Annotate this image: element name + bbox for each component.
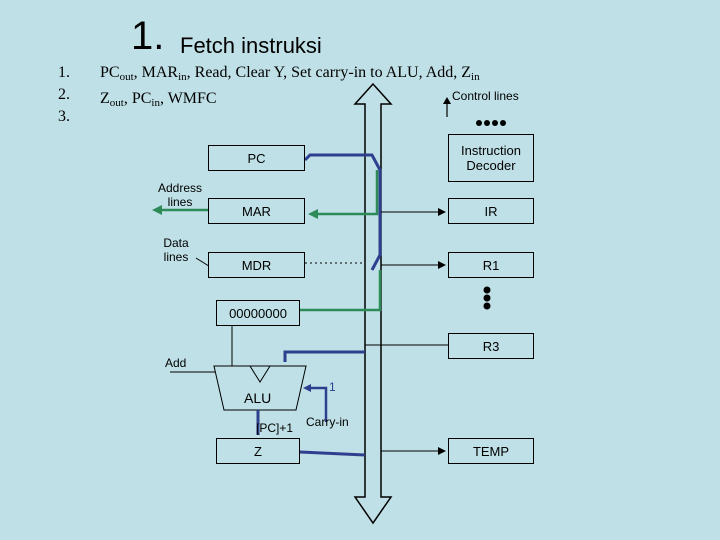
step-1-sub-c: in [471, 71, 480, 83]
page-title: Fetch instruksi [180, 33, 322, 58]
step-number-3: 3. [58, 108, 70, 125]
z-register: Z [216, 438, 300, 464]
title-number: 1. [131, 14, 165, 58]
alu-label: ALU [244, 390, 272, 406]
mar-register: MAR [208, 198, 305, 224]
r3-register: R3 [448, 333, 534, 359]
step-1-sub-b: in [178, 71, 187, 83]
alu-shape [213, 365, 307, 411]
carry-in-label: Carry-in [306, 415, 349, 429]
pc-register: PC [208, 145, 305, 171]
internal-bus [353, 82, 393, 525]
one-label: 1 [329, 380, 336, 394]
ir-register: IR [448, 198, 534, 224]
step-2-sub-a: out [109, 97, 124, 109]
step-number-1: 1. [58, 64, 70, 81]
step-2-part-a: Z [100, 90, 110, 107]
step-numbers: 1. 2. 3. [50, 62, 70, 128]
y-register: 00000000 [216, 300, 300, 326]
r1-register: R1 [448, 252, 534, 278]
step-2-sub-b: in [151, 97, 160, 109]
address-lines-label: Address lines [157, 181, 203, 209]
pc-plus-one-label: [PC]+1 [256, 421, 294, 435]
instruction-decoder: Instruction Decoder [448, 134, 534, 182]
control-lines-label: Control lines [452, 89, 519, 103]
step-2-part-c: , WMFC [159, 90, 217, 107]
step-1-part-b: , MAR [133, 64, 179, 81]
step-2-part-b: , PC [123, 90, 152, 107]
mdr-register: MDR [208, 252, 305, 278]
data-lines-label: Data lines [163, 236, 189, 264]
step-1-part-c: , Read, Clear Y, Set carry-in to ALU, Ad… [186, 64, 472, 81]
step-1-sub-a: out [119, 71, 134, 83]
temp-register: TEMP [448, 438, 534, 464]
step-2: Zout, PCin, WMFC [100, 88, 480, 114]
step-number-2: 2. [58, 86, 70, 103]
step-1-part-a: PC [100, 64, 120, 81]
step-list: PCout, MARin, Read, Clear Y, Set carry-i… [100, 62, 480, 114]
step-1: PCout, MARin, Read, Clear Y, Set carry-i… [100, 62, 480, 88]
add-label: Add [165, 356, 187, 370]
